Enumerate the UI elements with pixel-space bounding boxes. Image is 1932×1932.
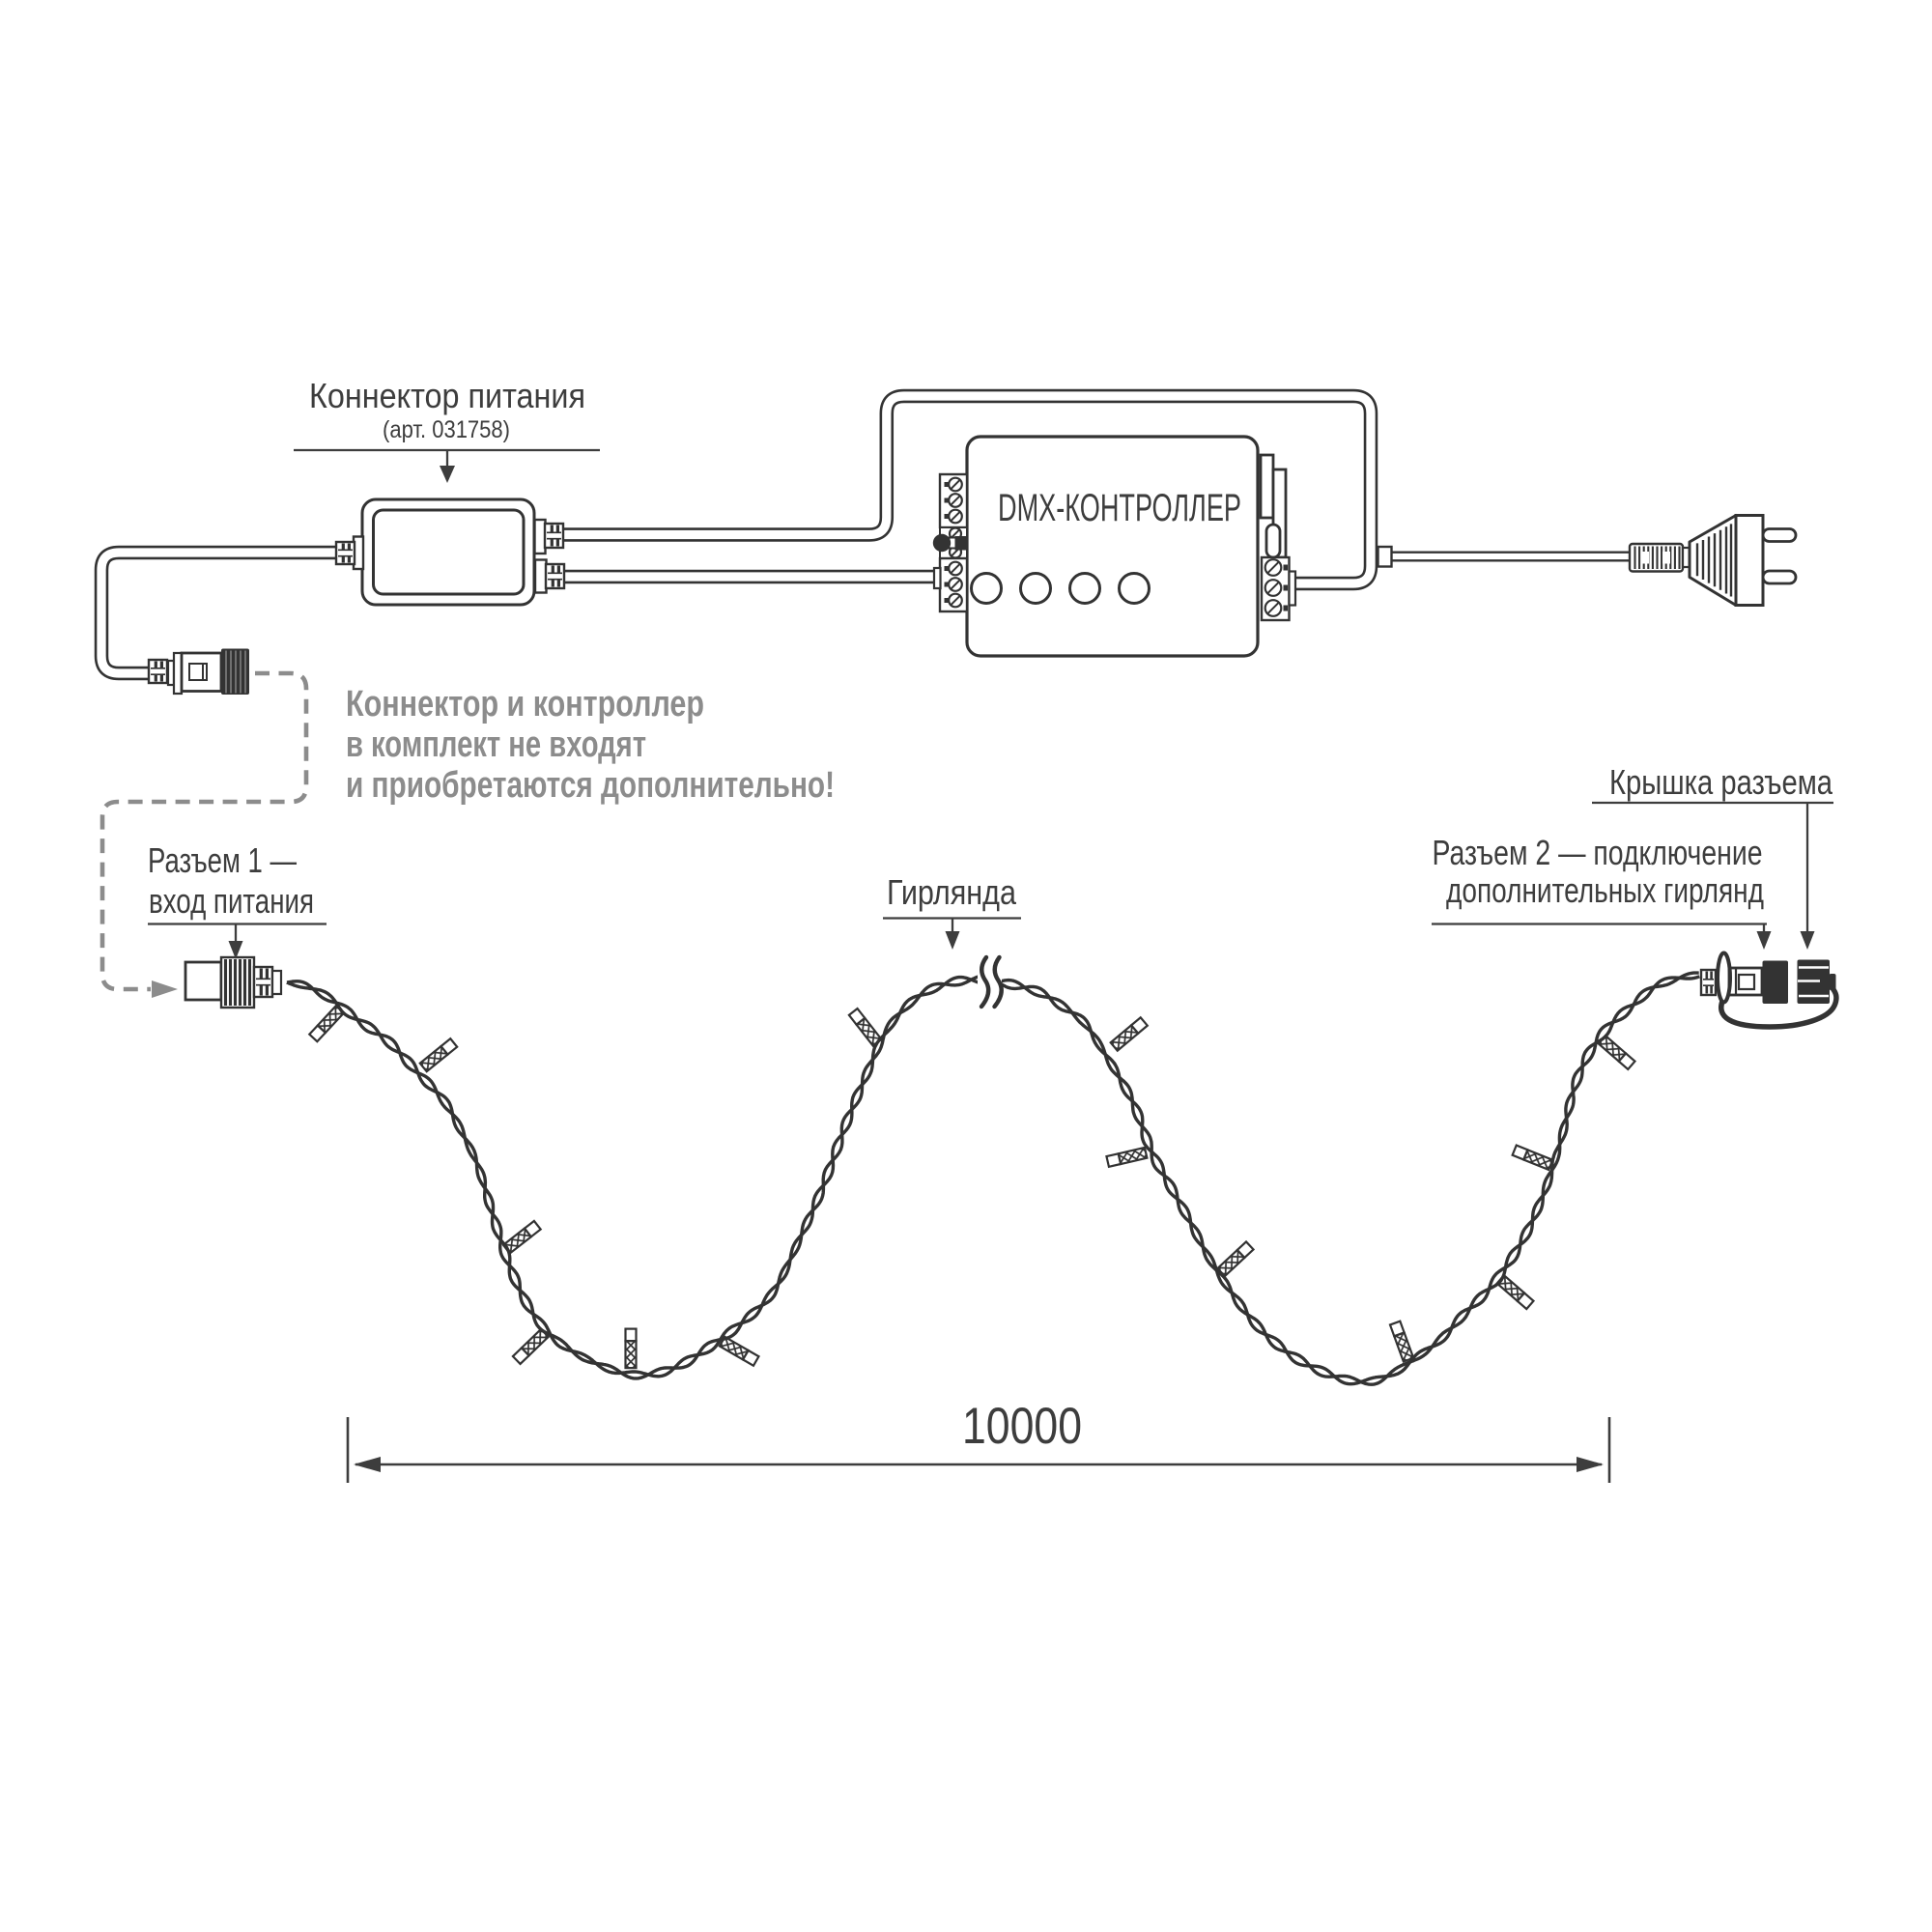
svg-text:Коннектор питания: Коннектор питания [309,376,585,415]
svg-text:дополнительных гирлянд: дополнительных гирлянд [1446,870,1764,910]
svg-text:вход питания: вход питания [149,881,314,921]
svg-text:и приобретаются дополнительно!: и приобретаются дополнительно! [346,765,835,806]
svg-text:10000: 10000 [962,1398,1082,1455]
svg-text:Разъем 1 —: Разъем 1 — [148,840,297,880]
svg-text:Коннектор и контроллер: Коннектор и контроллер [346,684,704,724]
svg-text:Разъем 2 — подключение: Разъем 2 — подключение [1433,833,1763,872]
svg-text:DMX-КОНТРОЛЛЕР: DMX-КОНТРОЛЛЕР [998,487,1241,529]
svg-text:Крышка разъема: Крышка разъема [1609,762,1833,802]
svg-text:в комплект не входят: в комплект не входят [346,724,646,765]
svg-text:Гирлянда: Гирлянда [887,872,1017,912]
svg-text:(арт. 031758): (арт. 031758) [383,416,510,443]
